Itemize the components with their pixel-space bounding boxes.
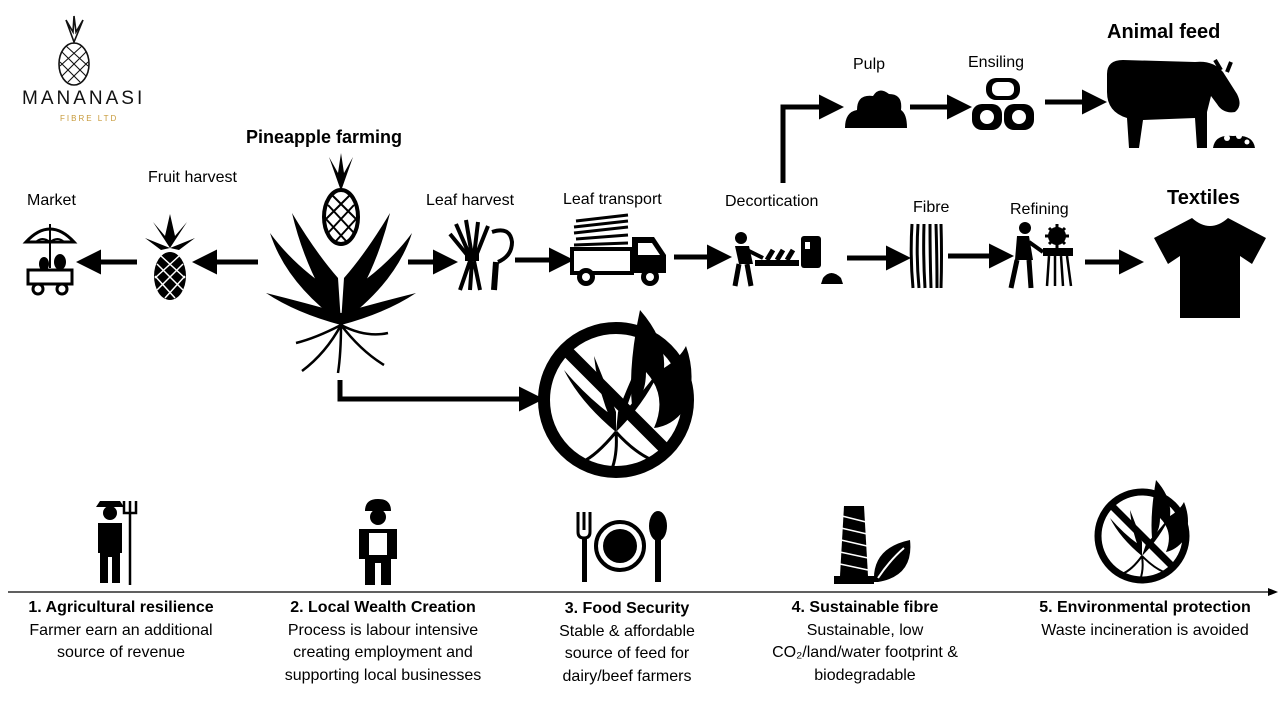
refining-worker-icon — [1008, 222, 1073, 289]
logo-subtitle: FIBRE LTD — [60, 114, 119, 123]
label-pulp: Pulp — [853, 56, 886, 73]
benefit-line: creating employment and — [293, 644, 473, 661]
benefit-line: dairy/beef farmers — [562, 667, 692, 685]
label-ensiling: Ensiling — [968, 54, 1025, 71]
decortication-machine-icon — [732, 232, 843, 287]
benefit-line: biodegradable — [814, 666, 916, 684]
benefit-4: 4. Sustainable fibre Sustainable, low CO… — [715, 597, 1015, 687]
benefit-line: source of feed for — [564, 645, 690, 662]
arrow-farming-to-no-burn — [337, 380, 544, 412]
benefit-5: 5. Environmental protection Waste incine… — [995, 597, 1280, 642]
benefit-line: Farmer earn an additional — [29, 621, 213, 639]
benefit-title: 2. Local Wealth Creation — [290, 599, 476, 616]
label-fibre: Fibre — [913, 199, 950, 216]
label-leaf-harvest: Leaf harvest — [426, 192, 515, 209]
benefit-line: Sustainable, low — [806, 621, 924, 639]
label-textiles: Textiles — [1167, 187, 1240, 209]
label-leaf-transport: Leaf transport — [563, 191, 662, 208]
worker-hardhat-icon — [359, 499, 397, 585]
thread-spool-leaf-icon — [834, 506, 911, 584]
label-refining: Refining — [1010, 201, 1069, 218]
benefit-title: 1. Agricultural resilience — [28, 599, 214, 616]
market-cart-icon — [22, 224, 78, 296]
label-animal-feed: Animal feed — [1107, 21, 1221, 43]
benefit-1: 1. Agricultural resilience Farmer earn a… — [0, 597, 271, 665]
tshirt-icon — [1154, 218, 1266, 318]
pineapple-logo-icon — [58, 15, 90, 86]
benefit-title: 4. Sustainable fibre — [791, 599, 939, 616]
benefit-line: supporting local businesses — [284, 666, 482, 684]
silage-bales-icon — [972, 78, 1034, 130]
label-fruit-harvest: Fruit harvest — [148, 169, 237, 186]
farmer-pitchfork-icon — [96, 501, 138, 585]
pineapple-plant-icon — [266, 153, 416, 374]
fibre-strands-icon — [909, 223, 943, 289]
benefit-line: CO₂/land/water footprint & — [772, 644, 958, 661]
no-burning-small-icon — [1094, 480, 1190, 584]
pulp-icon — [845, 90, 907, 128]
truck-icon — [570, 213, 666, 286]
benefit-line: Stable & affordable — [559, 622, 695, 640]
label-market: Market — [27, 192, 76, 209]
leaf-bundle-sickle-icon — [448, 219, 515, 291]
benefit-line: Process is labour intensive — [287, 621, 479, 639]
label-pineapple-farming: Pineapple farming — [246, 127, 403, 147]
benefit-title: 3. Food Security — [564, 600, 690, 617]
label-decortication: Decortication — [725, 193, 819, 210]
cow-icon — [1107, 58, 1255, 148]
no-burning-icon — [538, 310, 694, 478]
benefit-2: 2. Local Wealth Creation Process is labo… — [233, 597, 533, 687]
plate-cutlery-icon — [576, 511, 667, 582]
benefit-line: Waste incineration is avoided — [1041, 621, 1249, 639]
arrow-decortication-to-pulp — [780, 94, 844, 183]
pineapple-fruit-icon — [145, 214, 195, 300]
benefit-title: 5. Environmental protection — [1039, 599, 1251, 616]
logo-name: MANANASI — [22, 88, 146, 109]
benefit-line: source of revenue — [56, 644, 186, 661]
benefit-3: 3. Food Security Stable & affordable sou… — [477, 598, 777, 688]
